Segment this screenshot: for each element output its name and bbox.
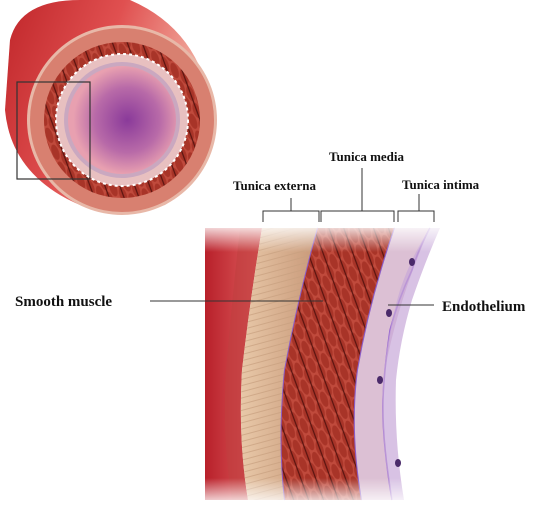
tunica-externa-bracket [263,198,319,222]
endothelial-nucleus [386,309,392,317]
label-tunica-media: Tunica media [329,149,405,164]
label-tunica-intima: Tunica intima [402,177,480,192]
endothelial-nucleus [395,459,401,467]
label-endothelium: Endothelium [442,299,526,315]
tunica-media-bracket [321,168,394,222]
label-tunica-externa: Tunica externa [233,178,316,193]
label-smooth-muscle: Smooth muscle [15,294,112,310]
endothelial-nucleus [409,258,415,266]
endothelial-nucleus [377,376,383,384]
tunica-intima-bracket [398,194,434,222]
vessel-cross-section [5,0,217,215]
wall-section-enlarged [200,222,450,507]
